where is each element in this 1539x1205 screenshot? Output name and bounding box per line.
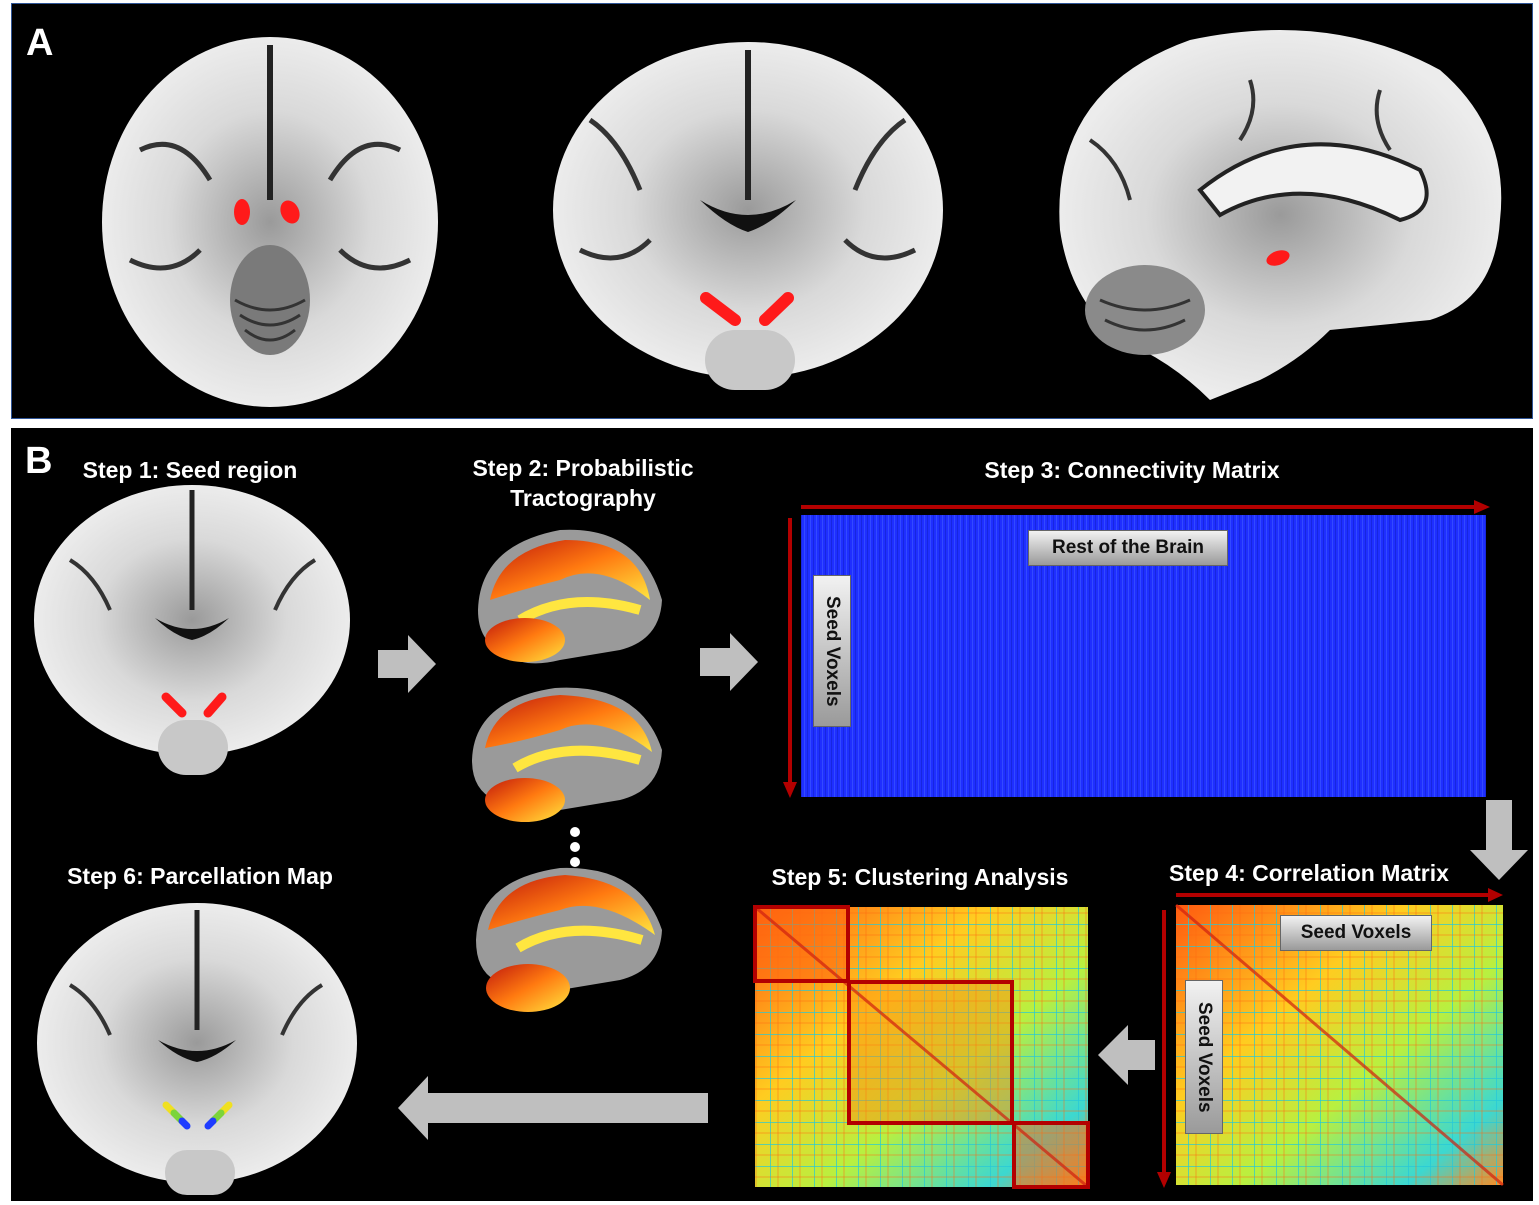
clustering-matrix bbox=[754, 905, 1089, 1189]
connectivity-y-arrowhead bbox=[783, 782, 797, 798]
connectivity-y-label: Seed Voxels bbox=[813, 575, 851, 727]
axial-brain-icon bbox=[102, 37, 438, 407]
coronal-brain-icon bbox=[553, 42, 943, 390]
correlation-x-label: Seed Voxels bbox=[1280, 915, 1432, 951]
step2-title-line2: Tractography bbox=[510, 485, 656, 511]
correlation-y-arrowhead bbox=[1157, 1172, 1171, 1188]
correlation-x-arrowhead bbox=[1488, 888, 1503, 902]
flow-arrow-step2-step3 bbox=[700, 633, 758, 691]
flow-arrow-step4-step5 bbox=[1098, 1025, 1155, 1085]
step1-coronal-brain-icon bbox=[34, 485, 350, 775]
step4-title: Step 4: Correlation Matrix bbox=[1169, 860, 1449, 886]
cluster-box-1 bbox=[753, 905, 850, 983]
cluster-box-3 bbox=[1012, 1121, 1090, 1189]
tractography-brain-icon bbox=[478, 529, 662, 664]
flow-arrow-step1-step2 bbox=[378, 635, 436, 693]
panel-a-letter: A bbox=[26, 22, 54, 64]
step1-title: Step 1: Seed region bbox=[82, 457, 298, 483]
tractography-brain-icon bbox=[472, 687, 662, 822]
step2-title-line1: Step 2: Probabilistic bbox=[472, 455, 694, 481]
step6-coronal-brain-icon bbox=[37, 903, 357, 1195]
step3-title: Step 3: Connectivity Matrix bbox=[984, 457, 1280, 483]
step5-title: Step 5: Clustering Analysis bbox=[771, 864, 1069, 890]
step6-title: Step 6: Parcellation Map bbox=[67, 863, 333, 889]
panel-b-letter: B bbox=[25, 440, 53, 482]
flow-arrow-step5-step6 bbox=[398, 1076, 708, 1140]
ellipsis-dots bbox=[570, 827, 580, 867]
connectivity-x-arrowhead bbox=[1474, 500, 1490, 514]
step2-title: Step 2: Probabilistic Tractography bbox=[452, 453, 714, 513]
cluster-box-2 bbox=[847, 980, 1014, 1125]
tractography-brain-icon bbox=[476, 867, 662, 1012]
flow-arrow-step3-step4 bbox=[1470, 800, 1528, 880]
sagittal-brain-icon bbox=[1059, 30, 1502, 400]
correlation-y-label: Seed Voxels bbox=[1185, 980, 1223, 1134]
correlation-matrix bbox=[1175, 903, 1504, 1187]
connectivity-x-label: Rest of the Brain bbox=[1028, 530, 1228, 566]
